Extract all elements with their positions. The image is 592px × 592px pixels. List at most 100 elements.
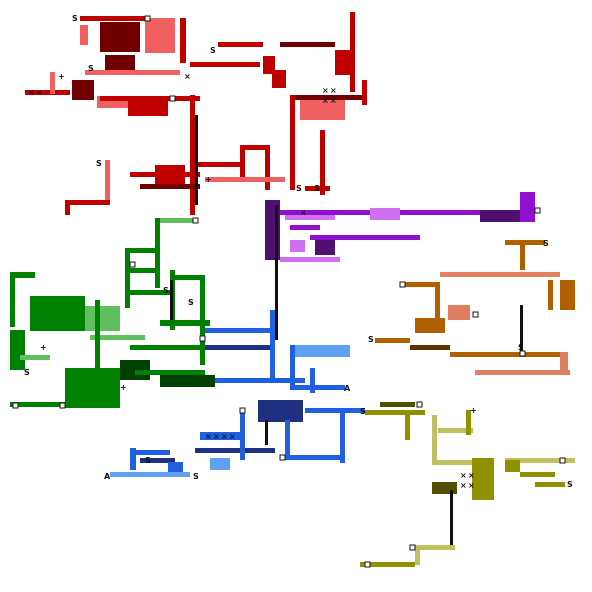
door-node: [559, 457, 566, 464]
connector-line: [275, 205, 278, 340]
blue-room: [258, 400, 303, 422]
marker-cross-label: ×: [36, 88, 43, 97]
corridor: [290, 385, 345, 390]
marker-cross-label: ×: [460, 471, 467, 480]
door-node: [409, 544, 416, 551]
corridor: [25, 90, 70, 95]
corridor: [205, 177, 285, 182]
corridor: [520, 240, 525, 270]
connector-line: [170, 280, 173, 320]
red-room: [180, 18, 186, 63]
corridor: [340, 408, 345, 463]
corridor: [218, 42, 263, 47]
corridor: [65, 200, 110, 205]
door-node: [519, 350, 526, 357]
door-node: [416, 401, 423, 408]
corridor: [290, 95, 295, 190]
door-node: [192, 217, 199, 224]
orange-room: [560, 280, 575, 310]
green-room: [160, 375, 215, 387]
olive-room: [472, 458, 494, 500]
door-node: [59, 402, 66, 409]
red-room: [50, 72, 55, 94]
corridor: [130, 450, 170, 455]
corridor: [350, 12, 355, 92]
exit-arrow-label: A: [104, 472, 111, 481]
connector-line: [520, 305, 523, 355]
marker-cross-label: ×: [468, 481, 475, 490]
red-room: [72, 80, 94, 100]
save-point-label: S: [360, 407, 366, 416]
corridor: [290, 225, 320, 230]
corridor: [475, 370, 570, 375]
corridor: [125, 248, 160, 253]
marker-cross-label: ×: [322, 96, 329, 105]
corridor: [140, 184, 200, 189]
corridor: [125, 248, 130, 308]
orange-room: [448, 305, 470, 320]
save-point-label: S: [193, 472, 199, 481]
marker-cross-label: ×: [468, 471, 475, 480]
olive-room: [505, 460, 520, 472]
marker-cross-label: ×: [229, 432, 236, 441]
red-room: [80, 25, 88, 45]
corridor: [195, 162, 240, 167]
save-point-label: S: [314, 184, 320, 193]
save-point-label: S: [188, 298, 194, 307]
corridor: [466, 410, 471, 435]
save-point-label: S: [368, 335, 374, 344]
corridor: [85, 70, 180, 75]
save-point-label: S: [210, 46, 216, 55]
door-node: [399, 281, 406, 288]
purple-room: [315, 240, 335, 255]
item-plus-label: +: [58, 72, 65, 81]
door-node: [129, 261, 136, 268]
corridor: [190, 95, 195, 215]
red-room: [335, 50, 350, 75]
corridor: [125, 290, 160, 295]
corridor: [450, 352, 560, 357]
corridor: [205, 345, 275, 350]
red-room: [145, 18, 175, 53]
door-node: [144, 15, 151, 22]
green-room: [155, 218, 195, 223]
olive-room: [432, 482, 457, 494]
corridor: [548, 280, 553, 310]
corridor: [360, 562, 415, 567]
corridor: [285, 215, 335, 220]
corridor: [280, 42, 335, 47]
corridor: [290, 95, 365, 100]
corridor: [415, 545, 420, 565]
save-point-label: S: [163, 286, 169, 295]
corridor: [432, 460, 472, 465]
save-point-label: S: [72, 14, 78, 23]
green-room: [30, 296, 85, 331]
purple-room: [370, 208, 400, 220]
red-room: [263, 56, 275, 74]
corridor: [440, 272, 560, 277]
marker-cross-label: ×: [330, 86, 337, 95]
corridor: [310, 368, 315, 393]
door-node: [239, 407, 246, 414]
save-point-label: S: [145, 456, 151, 465]
door-node: [12, 402, 19, 409]
corridor: [240, 410, 245, 460]
corridor: [105, 160, 110, 205]
corridor: [405, 410, 410, 440]
corridor: [310, 235, 420, 240]
purple-room: [290, 240, 305, 252]
orange-room: [560, 352, 568, 372]
corridor: [125, 268, 155, 273]
corridor: [265, 145, 270, 190]
blue-room: [130, 448, 136, 470]
green-room: [10, 330, 25, 370]
corridor: [110, 472, 190, 477]
corridor: [375, 338, 410, 343]
corridor: [205, 328, 275, 333]
save-point-label: S: [24, 368, 30, 377]
save-point-label: S: [518, 343, 524, 352]
corridor: [90, 335, 145, 340]
orange-room: [415, 318, 445, 333]
